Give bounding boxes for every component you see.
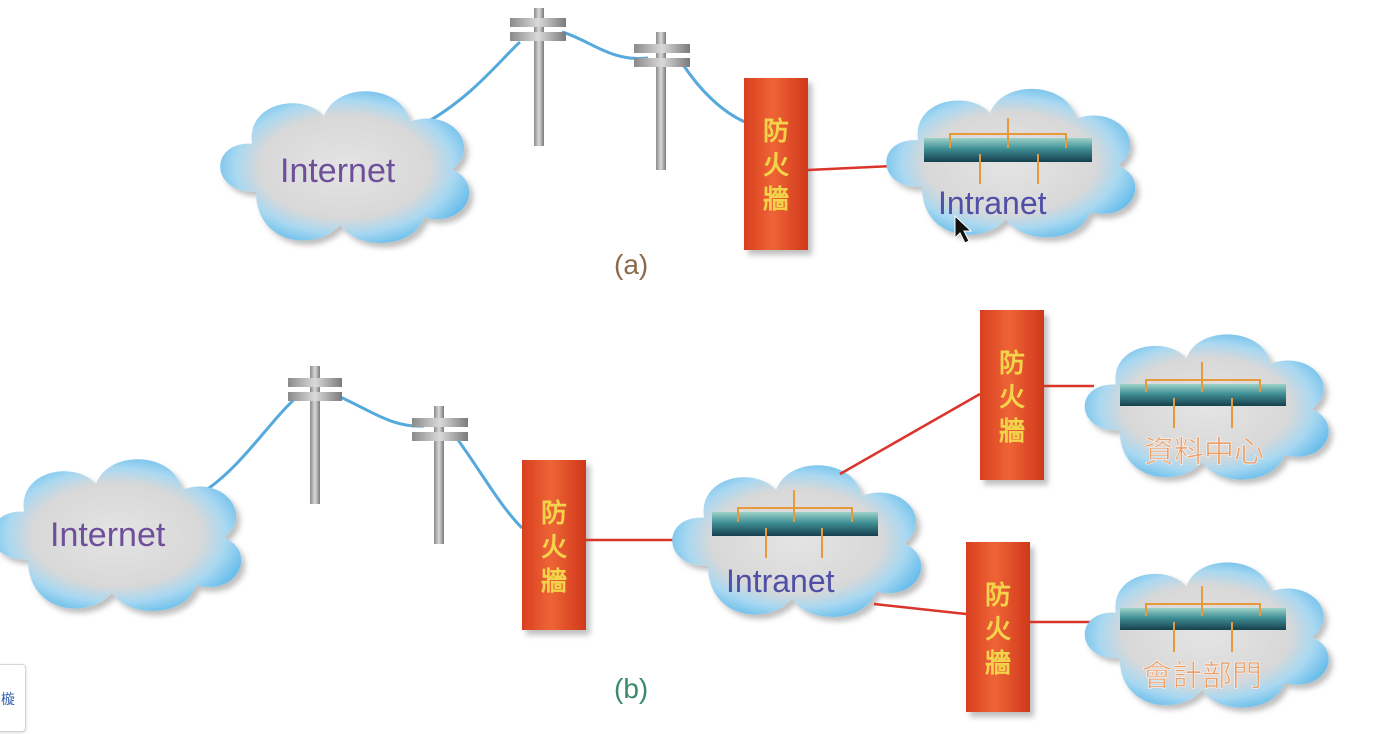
- firewall-a: [744, 78, 808, 250]
- utility-pole-icon: [510, 8, 566, 146]
- firewall-label-b-main-3: 牆: [541, 567, 567, 597]
- firewall-b-upper: [980, 310, 1044, 480]
- firewall-b-lower: [966, 542, 1030, 712]
- corner-widget[interactable]: 㯀: [0, 664, 26, 732]
- firewall-label-b-upper-3: 牆: [999, 417, 1025, 447]
- cable-b-1: [199, 394, 299, 496]
- accounting-label: 會計部門: [1142, 659, 1262, 694]
- internet-label-a: Internet: [280, 152, 396, 190]
- network-bus-icon: [1120, 362, 1286, 428]
- mouse-cursor-icon: [954, 214, 973, 244]
- cable-a-3: [682, 65, 746, 124]
- firewall-label-b-upper-2: 火: [999, 383, 1025, 413]
- firewall-label-b-lower-3: 牆: [985, 649, 1011, 679]
- corner-widget-glyph: 㯀: [1, 692, 15, 708]
- cable-a-1: [419, 40, 522, 128]
- firewall-label-a-1: 防: [763, 117, 789, 147]
- firewall-label-a-2: 火: [763, 151, 789, 181]
- link-b-upper: [839, 392, 981, 476]
- network-bus-icon: [924, 118, 1092, 184]
- link-a: [807, 164, 893, 172]
- network-bus-icon: [712, 490, 878, 558]
- firewall-label-b-main-2: 火: [541, 533, 567, 563]
- utility-pole-icon: [288, 366, 342, 504]
- firewall-b-main: [522, 460, 586, 630]
- firewall-label-b-lower-1: 防: [985, 581, 1011, 611]
- intranet-label-a: Intranet: [938, 185, 1047, 221]
- internet-label-b: Internet: [50, 516, 166, 554]
- cable-b-2: [337, 394, 425, 428]
- firewall-label-b-upper-1: 防: [999, 349, 1025, 379]
- firewall-label-b-lower-2: 火: [985, 615, 1011, 645]
- utility-pole-icon: [634, 32, 690, 170]
- diagram-a: Internet 防 火 牆 Intranet (a): [220, 8, 1136, 280]
- network-bus-icon: [1120, 586, 1286, 652]
- data-center-label: 資料中心: [1144, 435, 1264, 470]
- utility-pole-icon: [412, 406, 468, 544]
- intranet-label-b: Intranet: [726, 563, 835, 599]
- firewall-label-a-3: 牆: [763, 185, 789, 215]
- firewall-label-b-main-1: 防: [541, 499, 567, 529]
- cable-b-3: [456, 439, 524, 530]
- diagram-b: Internet 防 火 牆 Intranet 防 火 牆: [0, 310, 1329, 712]
- link-b-lower: [873, 602, 967, 616]
- caption-b: (b): [614, 673, 648, 704]
- caption-a: (a): [614, 249, 648, 280]
